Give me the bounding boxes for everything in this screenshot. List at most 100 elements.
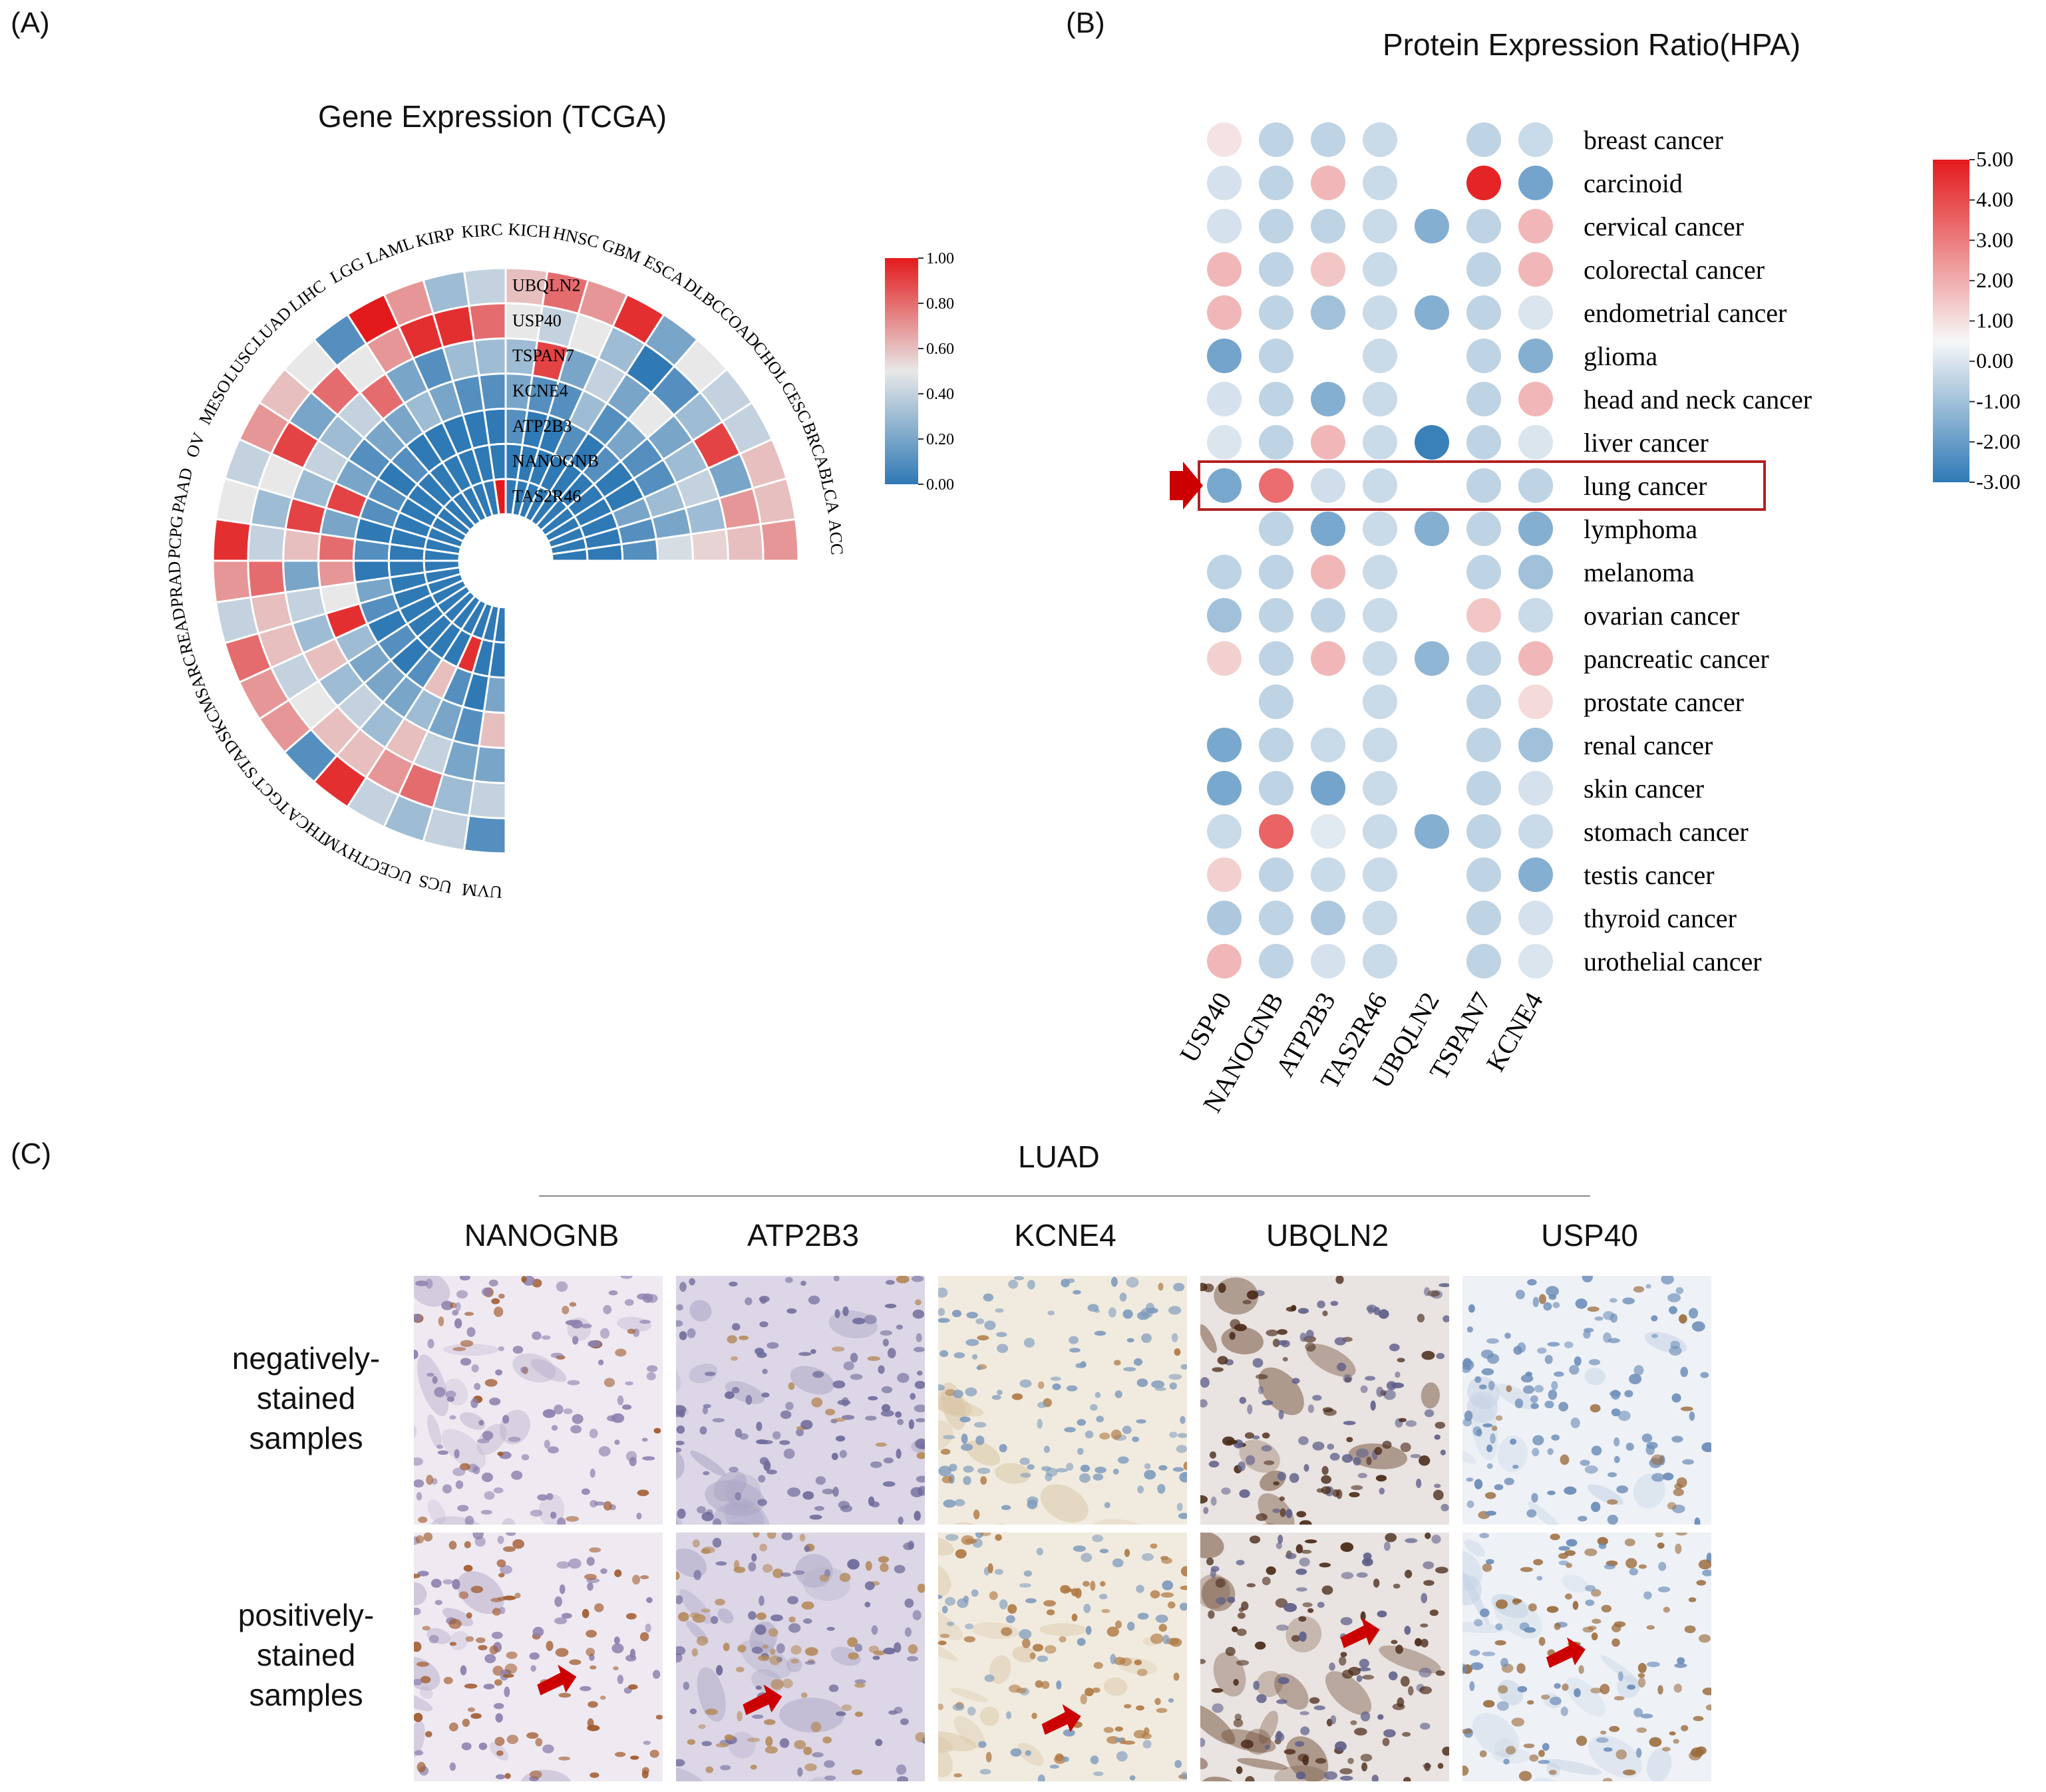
dot [1207,728,1242,762]
cancer-type-label: pancreatic cancer [1584,644,1769,674]
dot [1363,944,1397,978]
dot [1259,122,1293,157]
dot [1207,598,1242,633]
cancer-type-label: carcinoid [1584,168,1683,198]
dot [1363,814,1397,849]
micrograph-kcne4-positive [938,1533,1187,1781]
group-divider [539,1195,1590,1197]
cancer-label: GBM [599,235,643,267]
cancer-type-label: urothelial cancer [1584,947,1762,976]
dot [1259,166,1293,200]
cancer-label: SARC [178,652,212,701]
dot [1466,122,1501,157]
dot [1311,166,1345,200]
dot [1207,166,1242,200]
dot [1259,857,1293,892]
panel-a-letter: (A) [11,7,50,39]
cancer-label: KICH [508,220,552,241]
col-label-ubqln2: UBQLN2 [1266,1218,1389,1253]
dot [1311,425,1345,460]
cancer-type-label: lung cancer [1584,471,1707,501]
dot [1259,512,1293,546]
dot [1311,512,1345,546]
dot [1518,555,1553,589]
dot [1363,382,1397,416]
stain-arrow [1546,1637,1586,1668]
dot [1466,252,1501,287]
dot [1259,382,1293,416]
cancer-type-label: liver cancer [1584,428,1709,458]
dot [1466,944,1501,978]
cancer-label: BLCA [815,466,844,515]
heatmap-cell [492,605,507,644]
dot [1311,555,1345,589]
cancer-type-label: thyroid cancer [1584,903,1737,933]
stain-arrow [1340,1617,1380,1648]
colorbar-tick: -1.00 [1976,389,2021,413]
heatmap-cell [212,559,252,604]
cancer-type-label: testis cancer [1584,860,1715,890]
colorbar-tick: 1.00 [1976,309,2013,333]
dot [1466,684,1501,719]
dot [1311,814,1345,849]
dot [1207,468,1242,503]
dot [1207,814,1242,849]
cancer-label: LGG [327,253,367,287]
dot [1363,425,1397,460]
dot [1259,901,1293,935]
cancer-type-label: prostate cancer [1584,687,1744,717]
cancer-label: BRCA [798,420,833,471]
heatmap-cell [247,523,287,562]
gene-label: UBQLN2 [512,275,581,295]
dot [1311,728,1345,762]
dot [1363,598,1397,633]
cancer-label: KIRP [414,224,456,251]
colorbar-tick: -2.00 [1976,429,2021,453]
cancer-type-label: stomach cancer [1584,817,1749,847]
dot [1259,684,1293,719]
dot [1518,512,1553,546]
gene-label: USP40 [512,311,562,330]
col-label-atp2b3: ATP2B3 [747,1218,859,1253]
dot [1311,944,1345,978]
dot [1207,209,1242,243]
dot [1259,598,1293,633]
cancer-label: SKCM [195,693,236,746]
dot [1311,771,1345,806]
cancer-label: MESO [195,376,235,428]
dot [1311,122,1345,157]
dot [1363,209,1397,243]
dot [1363,901,1397,935]
cancer-label: READ [168,606,196,656]
cancer-type-label: endometrial cancer [1584,298,1787,328]
dot [1259,771,1293,806]
dot [1363,166,1397,200]
dot [1466,209,1501,243]
colorbar-tick: 4.00 [1976,188,2013,212]
cancer-label: UCS [417,871,454,897]
dot [1415,641,1449,676]
heatmap-cell [317,533,357,562]
dot [1518,728,1553,762]
dot [1363,295,1397,330]
cancer-label: LAML [364,233,417,268]
stain-arrow [1041,1704,1081,1735]
dot [1207,857,1242,892]
dot [1363,252,1397,287]
gene-label: ATP2B3 [512,416,572,436]
dot [1207,382,1242,416]
dot [1415,295,1449,330]
panel-b-letter: (B) [1066,7,1105,39]
colorbar-a [885,258,918,484]
cancer-label: DLBC [680,274,729,317]
stain-arrow [537,1664,577,1696]
cancer-label: TGCT [249,772,295,818]
colorbar-tick: 1.00 [926,250,954,267]
cancer-label: ESCA [640,251,688,289]
colorbar-tick: 0.80 [926,295,954,313]
gene-label: TAS2R46 [512,487,581,506]
cancer-label: UCEC [365,853,415,887]
dot [1518,641,1553,676]
colorbar-tick: 3.00 [1976,227,2013,251]
